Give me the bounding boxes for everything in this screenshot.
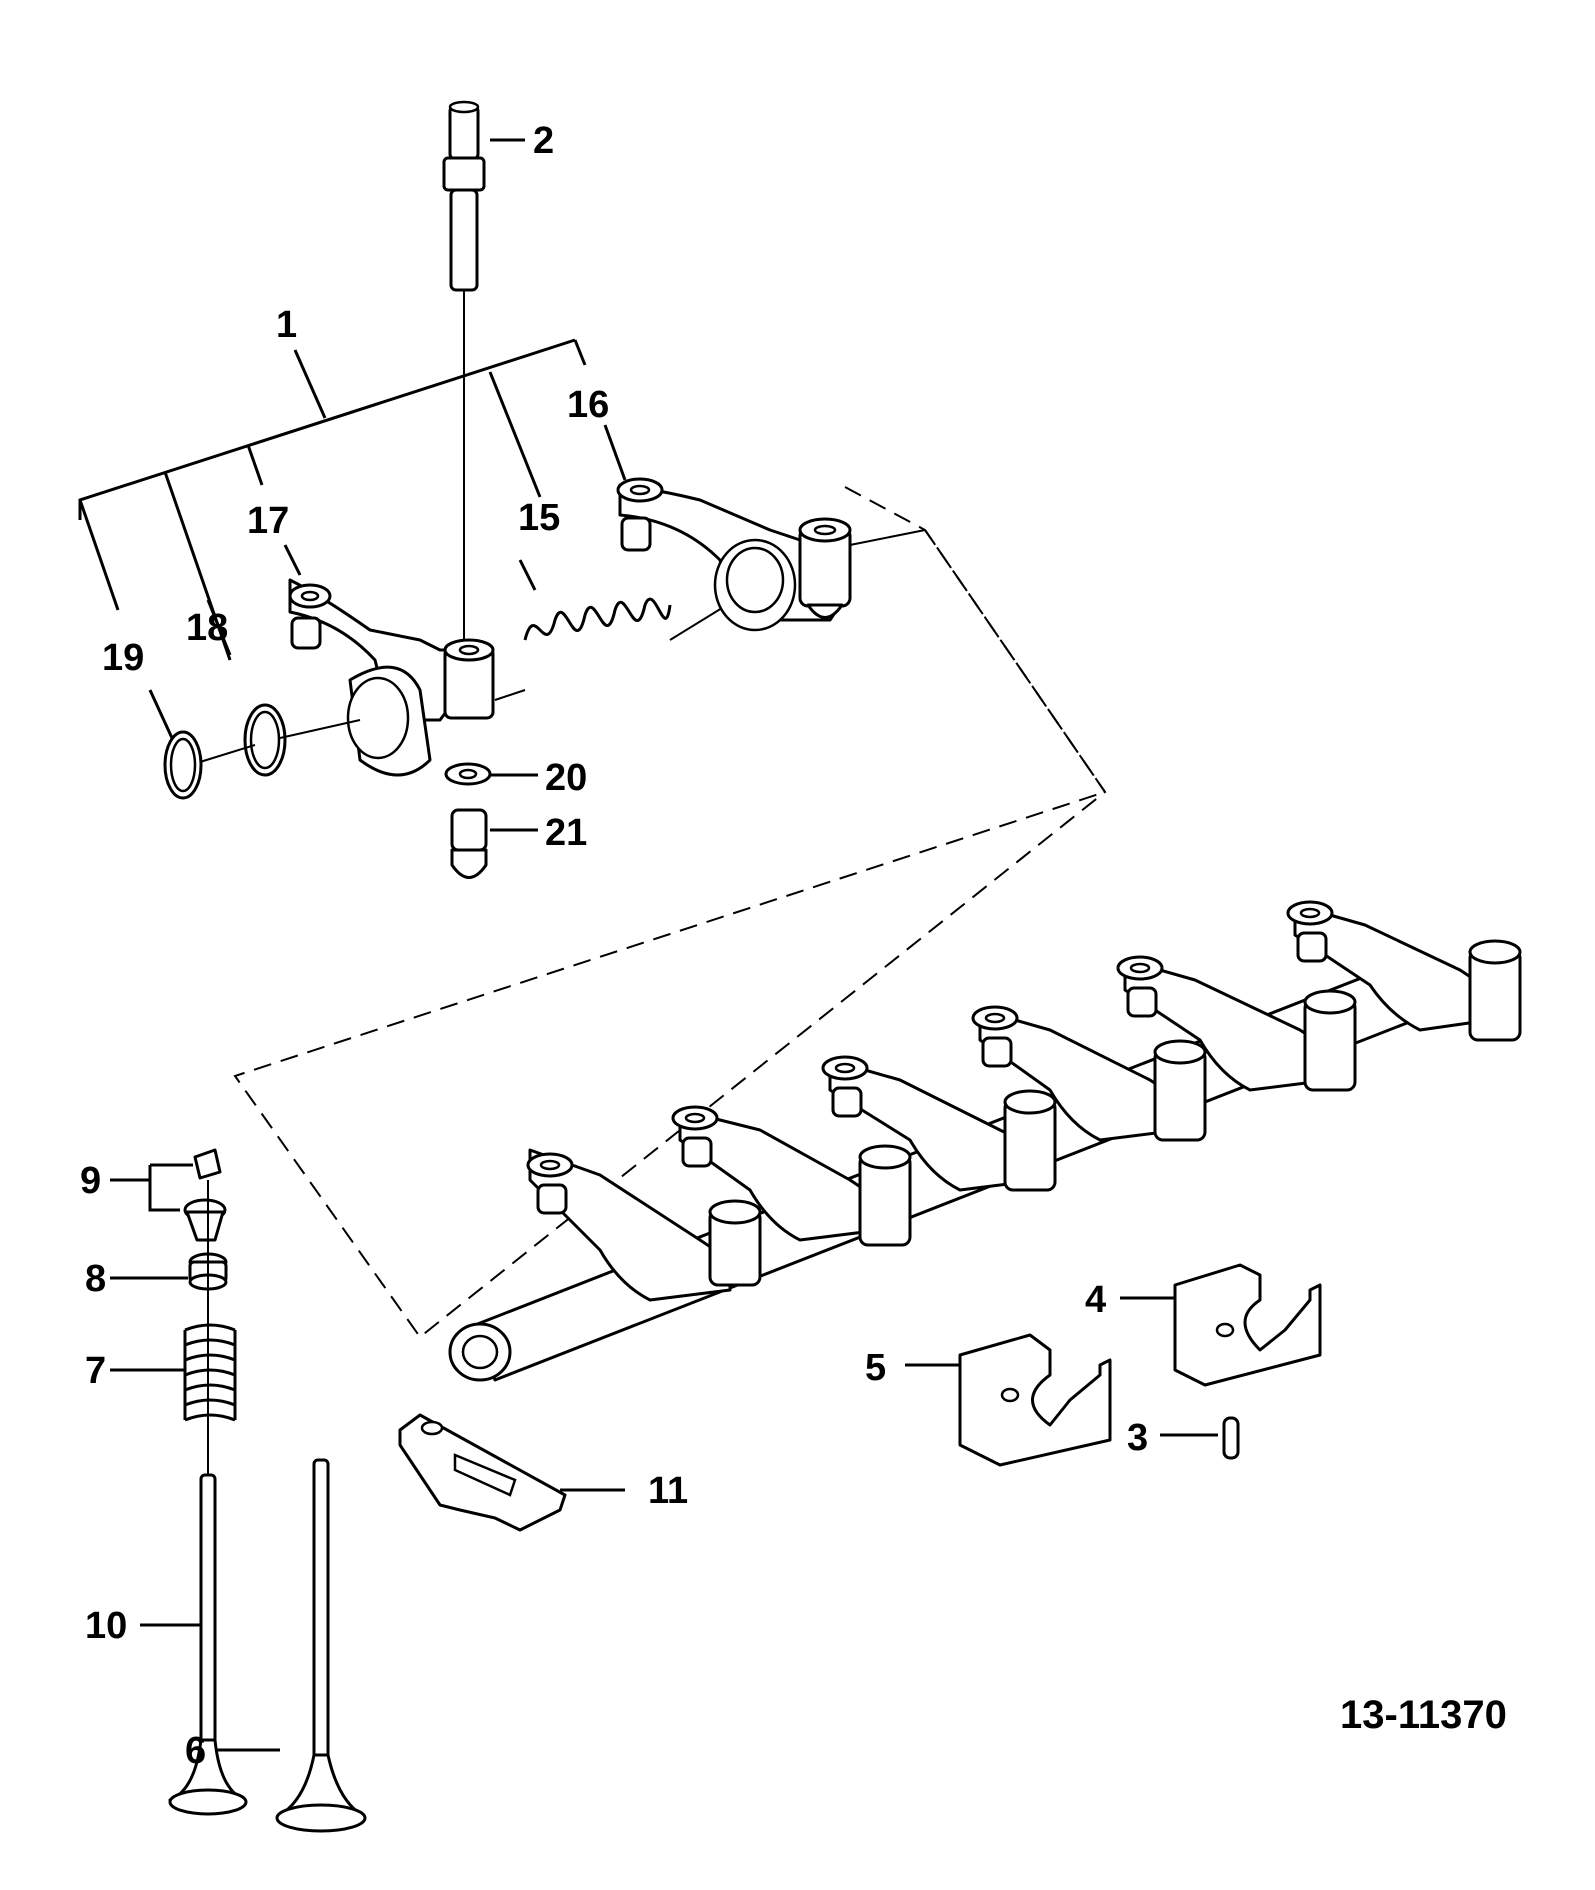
part-washer-ring (243, 703, 287, 777)
callout-21: 21 (545, 812, 587, 854)
axis-line (199, 744, 256, 763)
part-rocker-shaft-assembly (448, 900, 1522, 1382)
part-rocker-arm-right (616, 477, 926, 632)
callout-6: 6 (185, 1730, 206, 1772)
part-coil-spring (494, 597, 736, 701)
callout-16: 16 (567, 384, 609, 426)
part-valve-inlet (168, 1473, 248, 1816)
axis-line (279, 719, 361, 739)
callout-19: 19 (102, 637, 144, 679)
part-rocker-arm-left (288, 578, 495, 777)
callout-1-leader-tree (78, 338, 587, 661)
callout-11: 11 (648, 1470, 688, 1512)
part-shaft-support-lower (958, 1333, 1112, 1467)
part-bracket (398, 1413, 567, 1532)
callout-20: 20 (545, 757, 587, 799)
part-valve-collet (183, 1148, 227, 1242)
callout-8: 8 (85, 1258, 106, 1300)
callout-17: 17 (247, 500, 289, 542)
callout-18: 18 (186, 607, 228, 649)
callout-9: 9 (80, 1160, 101, 1202)
part-adjuster-pin (450, 808, 488, 879)
part-valve-spring (183, 1323, 237, 1422)
callout-15: 15 (518, 497, 560, 539)
part-dowel-pin (1222, 1416, 1240, 1460)
callout-7: 7 (85, 1350, 106, 1392)
part-circlip (163, 730, 203, 800)
callout-5: 5 (865, 1347, 886, 1389)
callout-10: 10 (85, 1605, 127, 1647)
part-shaft-support-upper (1173, 1263, 1322, 1387)
part-small-washer (444, 762, 492, 786)
callout-leaders (110, 138, 1218, 1752)
detail-boundary-outline (233, 486, 1107, 1339)
part-valve-exhaust (275, 1458, 367, 1833)
part-bolt (442, 100, 486, 650)
callout-4: 4 (1085, 1279, 1106, 1321)
callout-1: 1 (276, 304, 297, 346)
callout-3: 3 (1127, 1417, 1148, 1459)
callout-2: 2 (533, 120, 554, 162)
figure-reference-number: 13-11370 (1340, 1693, 1507, 1737)
